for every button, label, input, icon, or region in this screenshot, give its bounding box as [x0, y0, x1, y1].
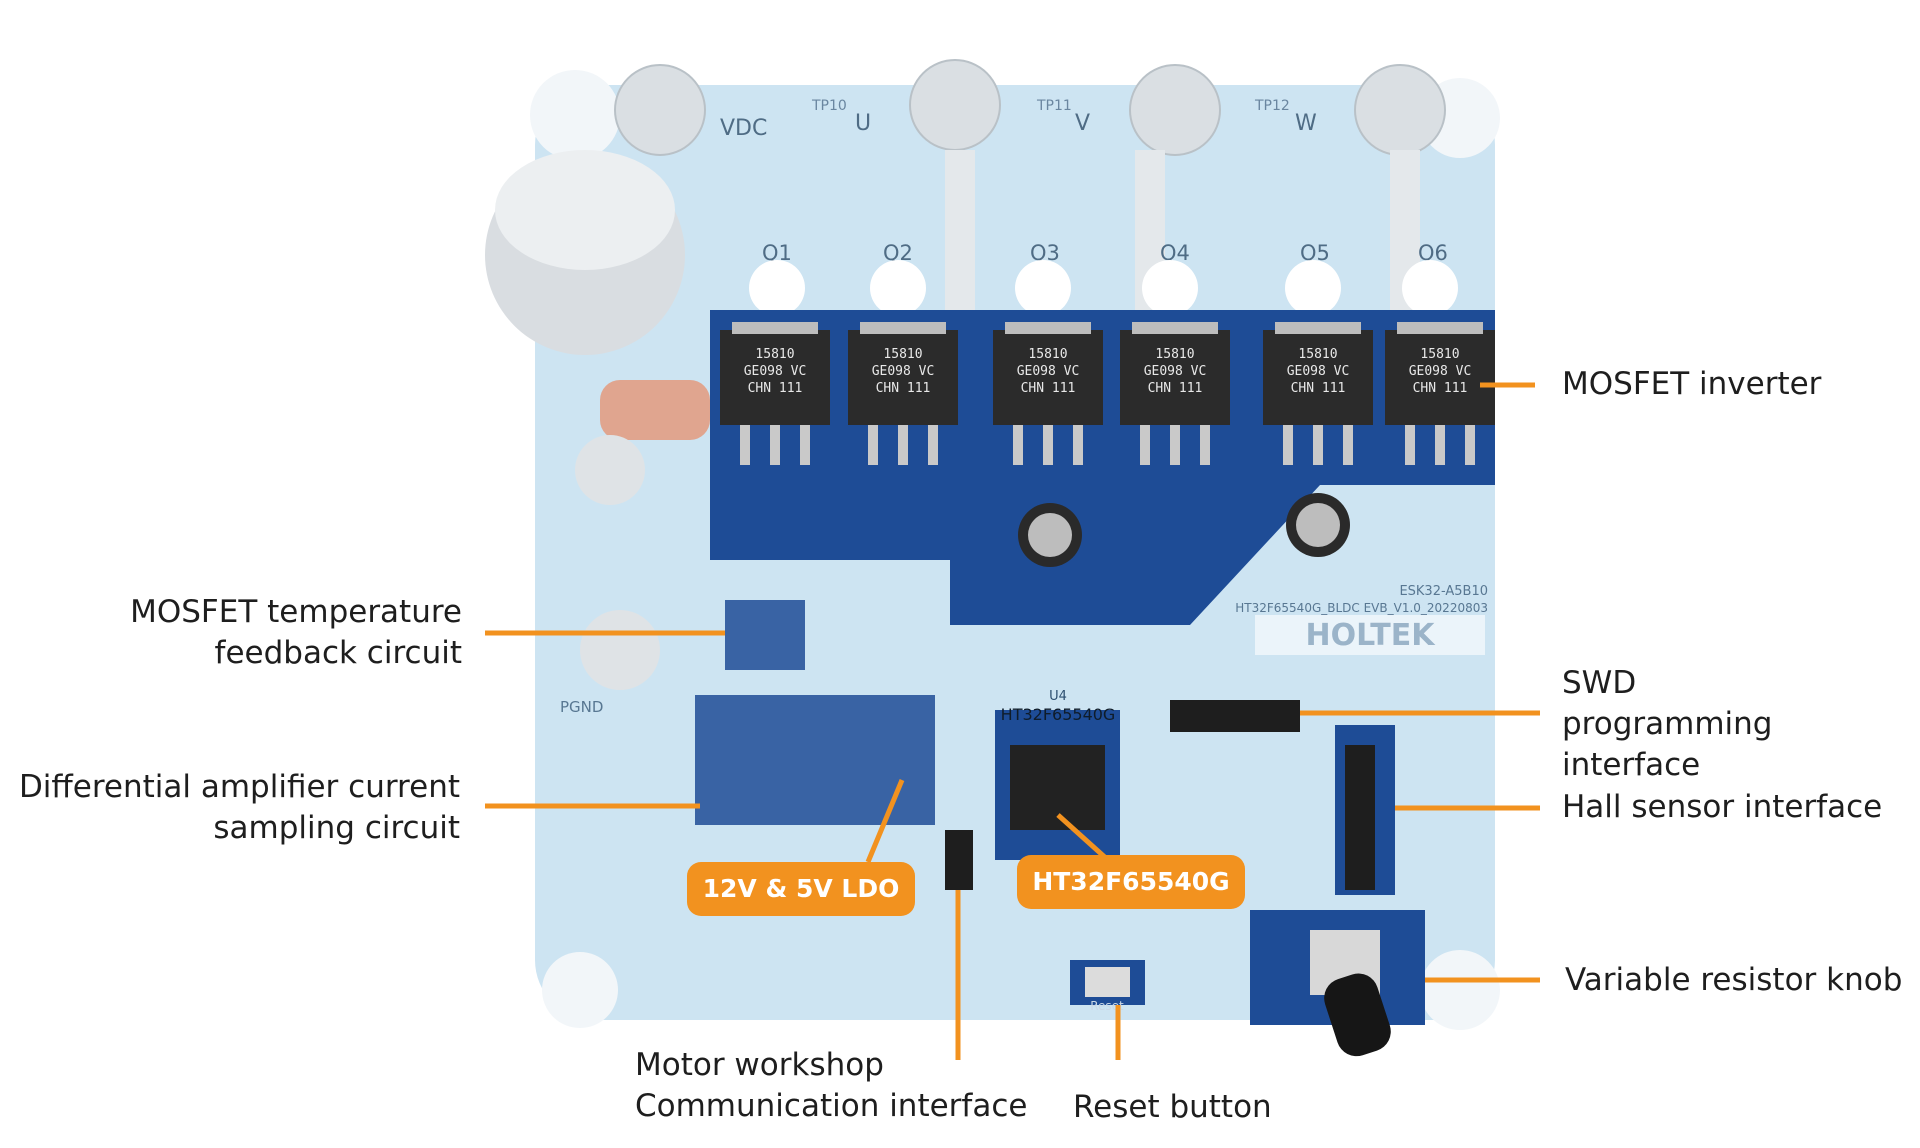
pot-knob: [1324, 973, 1391, 1057]
badge-mcu: HT32F65540G: [1017, 855, 1245, 909]
mosfet-marking-line2: GE098 VC: [744, 364, 807, 379]
mcu-silk-label: HT32F65540G: [1001, 705, 1116, 724]
mcu-ref: U4: [1049, 689, 1067, 704]
mosfet4-marking-line2: GE098 VC: [1144, 364, 1207, 379]
mount-hole-bl: [542, 952, 618, 1028]
mosfet6-marking-line1: 15810: [1420, 347, 1459, 362]
mosfet4-marking-line1: 15810: [1155, 347, 1194, 362]
terminal-label-vdc: VDC: [720, 116, 767, 141]
badge-ldo: 12V & 5V LDO: [687, 862, 915, 916]
temp-feedback-block: [725, 600, 805, 670]
terminal-label-v: V: [1075, 111, 1090, 136]
diff-amp-block: [695, 695, 935, 825]
terminal-label-w: W: [1295, 111, 1317, 136]
brand-logo: HOLTEK: [1306, 618, 1437, 653]
label-motor-workshop: Motor workshop Communication interface: [635, 1047, 1028, 1124]
line-ldo: [865, 779, 905, 863]
mosfet3-marking-line2: GE098 VC: [1017, 364, 1080, 379]
label-swd: SWD programming interface: [1562, 665, 1773, 783]
mosfet6-marking-line2: GE098 VC: [1409, 364, 1472, 379]
label-hall: Hall sensor interface: [1562, 789, 1883, 825]
mosfet6-marking-line3: CHN 111: [1413, 381, 1468, 396]
label-diff-amp: Differential amplifier current sampling …: [18, 769, 460, 846]
mosfet5-marking-line3: CHN 111: [1291, 381, 1346, 396]
label-mosfet-inverter: MOSFET inverter: [1562, 366, 1822, 402]
tp12-label: TP12: [1254, 98, 1290, 114]
mosfet5-marking-line1: 15810: [1298, 347, 1337, 362]
mosfet-row: [720, 322, 1495, 465]
board-id: ESK32-A5B10: [1399, 584, 1488, 599]
line-mcu: [1056, 813, 1110, 862]
mosfet4-marking-line3: CHN 111: [1148, 381, 1203, 396]
board-name: HT32F65540G_BLDC EVB_V1.0_20220803: [1235, 601, 1488, 615]
mosfet-marking-line3: CHN 111: [748, 381, 803, 396]
mosfet5-marking-line2: GE098 VC: [1287, 364, 1350, 379]
power-terminals: [614, 59, 1446, 156]
mosfet3-marking-line1: 15810: [1028, 347, 1067, 362]
holtek-logo-box: [1255, 615, 1485, 655]
swd-connector: [1170, 700, 1300, 732]
tp10-label: TP10: [811, 98, 847, 114]
motor-workshop-connector: [945, 830, 973, 890]
label-var-res: Variable resistor knob: [1565, 962, 1903, 998]
mosfet2-marking-line3: CHN 111: [876, 381, 931, 396]
mosfet-marking-line1: 15810: [755, 347, 794, 362]
mosfet2-marking-line1: 15810: [883, 347, 922, 362]
mosfet2-marking-line2: GE098 VC: [872, 364, 935, 379]
terminal-label-u: U: [855, 111, 871, 136]
mosfet3-marking-line3: CHN 111: [1021, 381, 1076, 396]
mount-hole-tl: [530, 70, 620, 160]
mount-hole-br: [1420, 950, 1500, 1030]
pgnd-label: PGND: [560, 698, 603, 716]
label-reset: Reset button: [1073, 1089, 1272, 1125]
tp11-label: TP11: [1036, 98, 1072, 114]
label-mosfet-temp: MOSFET temperature feedback circuit: [130, 594, 462, 671]
